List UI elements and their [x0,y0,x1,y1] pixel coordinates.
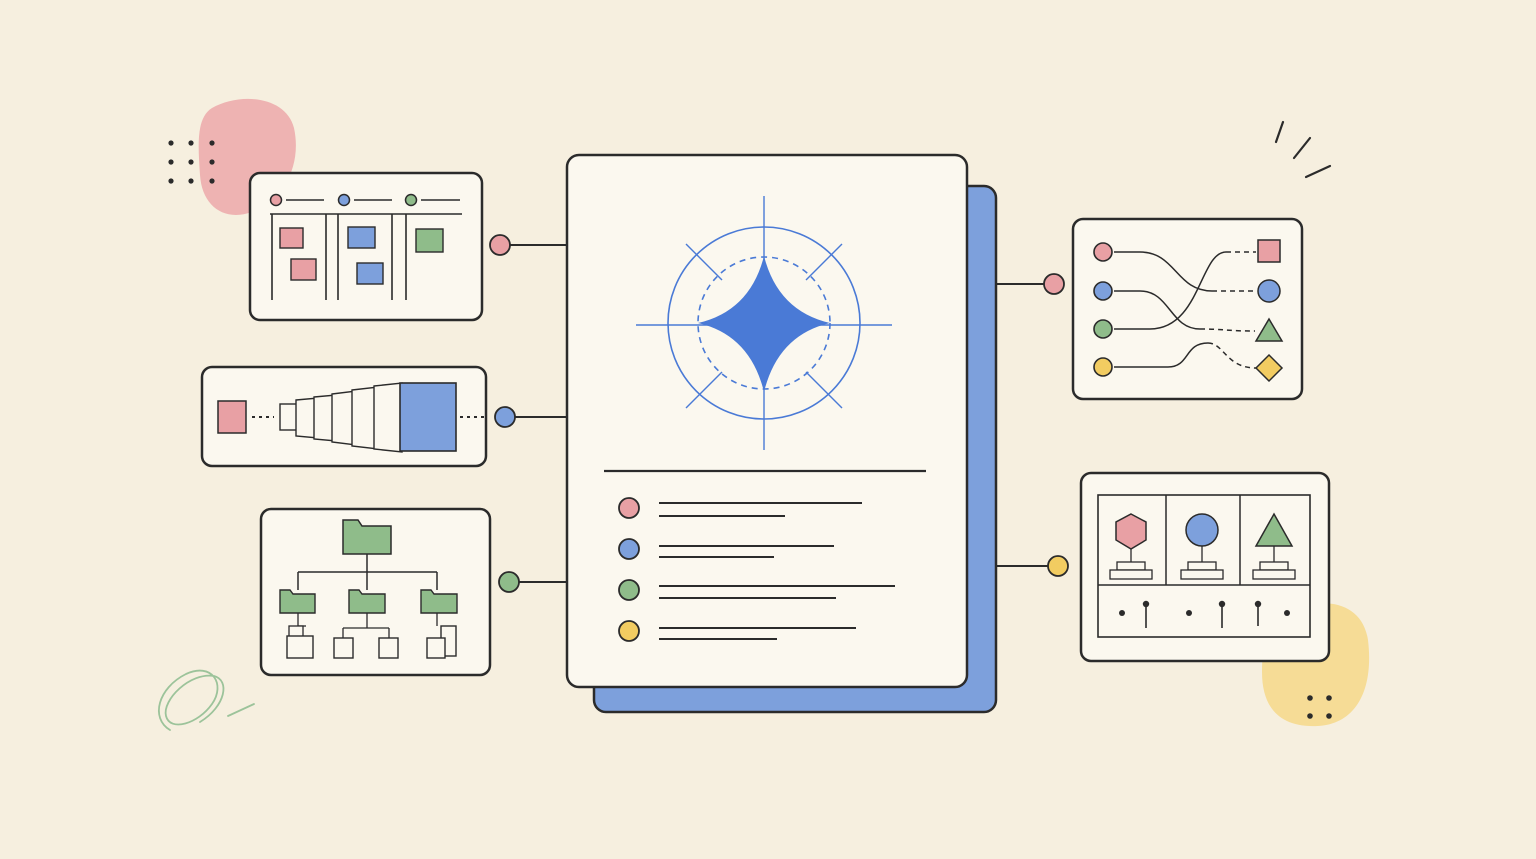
dot [188,140,194,146]
list-item-1 [618,497,862,519]
dot [209,178,215,184]
sparkle-compass-icon [636,196,892,450]
connector-node-pink [489,234,511,256]
connector-node-green [498,571,520,593]
dot [188,178,194,184]
document-list [618,497,895,642]
bullet-green [618,579,640,601]
connector-node-blue [494,406,516,428]
crossing-lines-mapping-icon [1093,239,1284,383]
dot [1307,713,1313,719]
kanban-columns-icon [269,193,462,300]
dot [209,159,215,165]
folder-hierarchy-icon [279,519,458,659]
green-scribble-icon [158,669,255,731]
shape-mapping-card [1071,217,1304,401]
decorations [158,98,1370,731]
list-item-2 [618,538,834,560]
list-item-4 [618,620,856,642]
bullet-blue [618,538,640,560]
dot [168,178,174,184]
document-front-sheet [565,153,969,689]
folder-tree-card [259,507,492,677]
dot [188,159,194,165]
connector-node-pink-right [1043,273,1065,295]
dot [168,159,174,165]
scaling-sequence-card [200,365,488,468]
kanban-board-card [248,171,484,322]
shape-stack-panel-icon [1097,494,1311,638]
dot [168,140,174,146]
bullet-pink [618,497,640,519]
dot-grid-top-left [168,140,215,184]
expanding-frames-icon [217,382,484,453]
connector-node-yellow [1047,555,1069,577]
central-document [565,153,998,714]
dot-grid-bottom-right [1307,695,1332,719]
dot [1307,695,1313,701]
shape-components-card [1079,471,1331,663]
spark-marks-icon [1274,120,1332,179]
list-item-3 [618,579,895,601]
dot [209,140,215,146]
dot [1326,713,1332,719]
dot [1326,695,1332,701]
bullet-yellow [618,620,640,642]
